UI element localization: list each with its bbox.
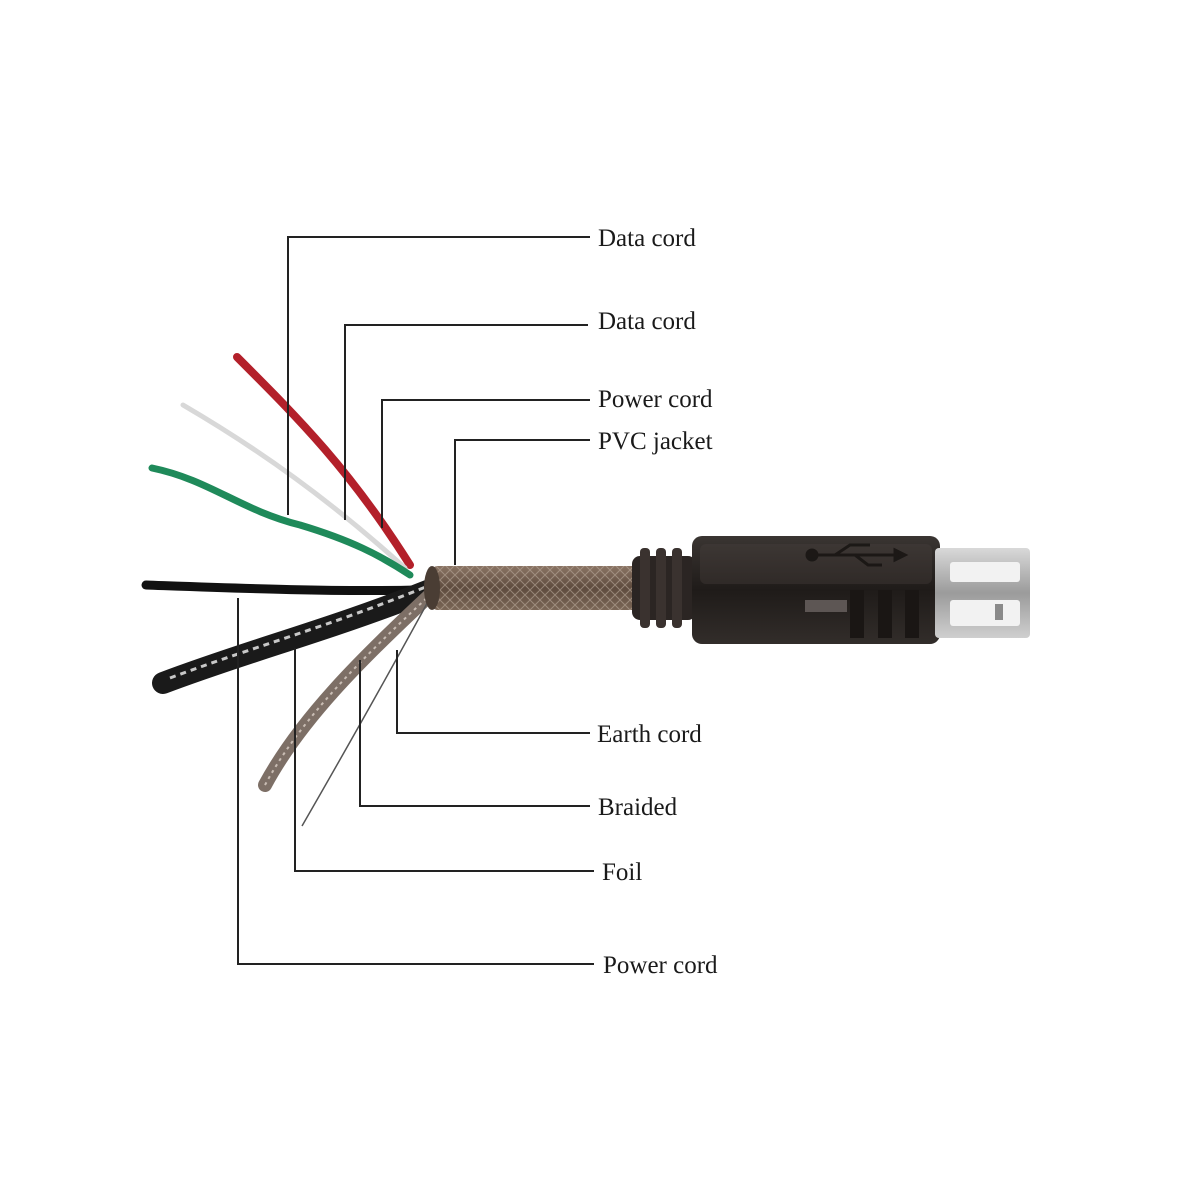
label-power-cord-1: Power cord: [598, 386, 713, 413]
leader-foil: [294, 648, 594, 872]
foil-bundle: [152, 579, 441, 694]
foil-highlight: [169, 584, 429, 680]
label-earth-cord: Earth cord: [597, 721, 702, 748]
leader-data-cord-1: [287, 236, 590, 515]
red-wire: [233, 353, 414, 569]
leader-lines: [237, 236, 594, 965]
label-pvc-jacket: PVC jacket: [598, 428, 713, 455]
white-wire: [180, 402, 408, 571]
usb-b-connector: [692, 536, 1030, 644]
leader-data-cord-2: [344, 324, 588, 520]
label-braided: Braided: [598, 794, 678, 821]
leader-braided: [359, 660, 590, 807]
callout-labels: Data cord Data cord Power cord PVC jacke…: [597, 225, 718, 979]
label-power-cord-2: Power cord: [603, 952, 718, 979]
label-data-cord-1: Data cord: [598, 225, 696, 252]
leader-power-cord-2: [237, 598, 594, 965]
black-wire: [141, 580, 425, 596]
leader-pvc-jacket: [454, 439, 590, 565]
usb-logo-icon: [805, 543, 909, 567]
label-data-cord-2: Data cord: [598, 308, 696, 335]
earth-wire: [301, 597, 431, 827]
wires: [141, 353, 441, 827]
leader-power-cord-1: [381, 399, 590, 528]
pvc-jacket-body: [424, 566, 640, 610]
label-foil: Foil: [602, 859, 642, 886]
leader-earth-cord: [396, 650, 590, 734]
braided-strand-texture: [264, 594, 431, 786]
green-wire: [148, 464, 414, 579]
strain-relief: [632, 548, 696, 628]
